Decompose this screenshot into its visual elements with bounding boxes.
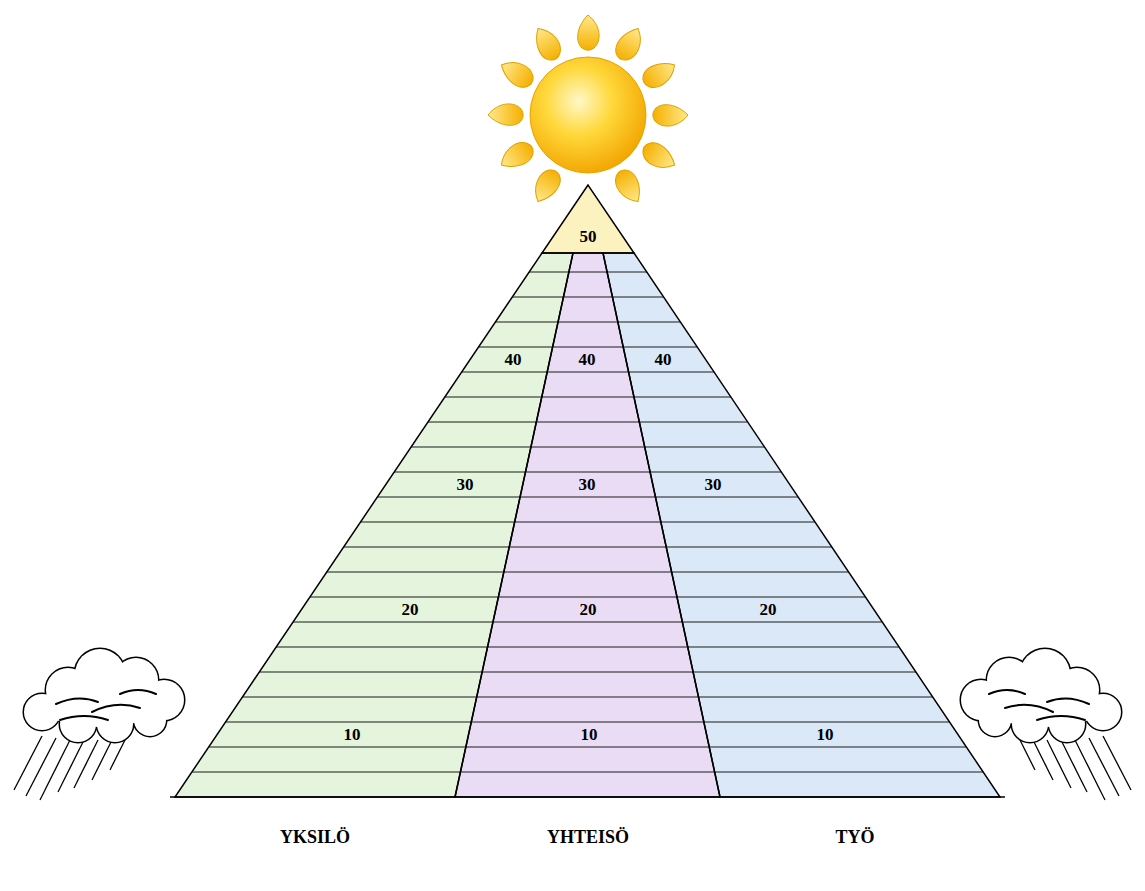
cap-fill (542, 185, 634, 253)
sun-ray (488, 104, 523, 125)
community-segment: 40 30 20 10YHTEISÖ (455, 253, 720, 863)
cloud-shading (989, 690, 1089, 720)
rain-line (14, 736, 42, 790)
cloud-body (961, 649, 1121, 742)
rain-line (1103, 736, 1131, 790)
rain-line (1061, 740, 1087, 792)
scale-number: 40 (503, 351, 524, 370)
sun-ray (528, 166, 564, 207)
rain-line (1033, 740, 1053, 780)
sun-ray (611, 166, 647, 207)
rain-lines (14, 736, 126, 800)
sun-disc (530, 57, 646, 173)
scale-lines (175, 272, 1000, 772)
individual-segment: 40 30 20 10YKSILÖ (175, 253, 573, 863)
rain-line (1075, 740, 1105, 800)
segment-border (455, 253, 720, 797)
scale-number: 10 (579, 726, 600, 745)
segment-outline (175, 253, 573, 863)
scale-number: 30 (455, 476, 476, 495)
sun-ray (653, 105, 688, 126)
segment-outline (455, 253, 720, 863)
sun-ray (611, 23, 647, 64)
rain-line (92, 740, 112, 780)
scale-number: 20 (400, 601, 421, 620)
sun-ray (496, 55, 537, 91)
cloud-body (24, 649, 184, 742)
segment-border (603, 253, 1000, 797)
scale-number: 40 (577, 351, 598, 370)
sun-ray (496, 138, 537, 174)
rain-cloud (14, 649, 184, 800)
scale-number: 10 (815, 726, 836, 745)
segment-label: YHTEISÖ (545, 828, 631, 848)
rain-line (26, 738, 56, 796)
scale-number: 50 (578, 228, 599, 247)
scale-number: 40 (653, 351, 674, 370)
work-fill (603, 253, 1000, 797)
segment-label: YKSILÖ (278, 828, 352, 848)
cloud-outline (24, 649, 184, 742)
scale-number: 30 (703, 476, 724, 495)
scale-number: 10 (342, 726, 363, 745)
cloud-outline (961, 649, 1121, 742)
scale-number: 30 (577, 476, 598, 495)
rain-line (74, 740, 98, 788)
segment-outline (603, 253, 1000, 863)
scale-number: 20 (758, 601, 779, 620)
cap-segment: 50 (542, 185, 634, 253)
sun-ray (529, 23, 565, 64)
rain-lines (1019, 736, 1131, 800)
sun-ray (639, 56, 680, 92)
segment-label: TYÖ (833, 828, 876, 848)
segment-border (542, 185, 634, 253)
sun-ray (639, 138, 680, 174)
rain-line (1047, 740, 1071, 788)
rain-line (40, 740, 70, 800)
sun-rays (488, 15, 688, 207)
rain-line (1089, 738, 1119, 796)
cloud-shading (56, 690, 156, 720)
rain-line (58, 740, 84, 792)
work-segment: 40 30 20 10TYÖ (603, 253, 1000, 863)
sun-ray (578, 15, 599, 50)
scale-number: 20 (578, 601, 599, 620)
